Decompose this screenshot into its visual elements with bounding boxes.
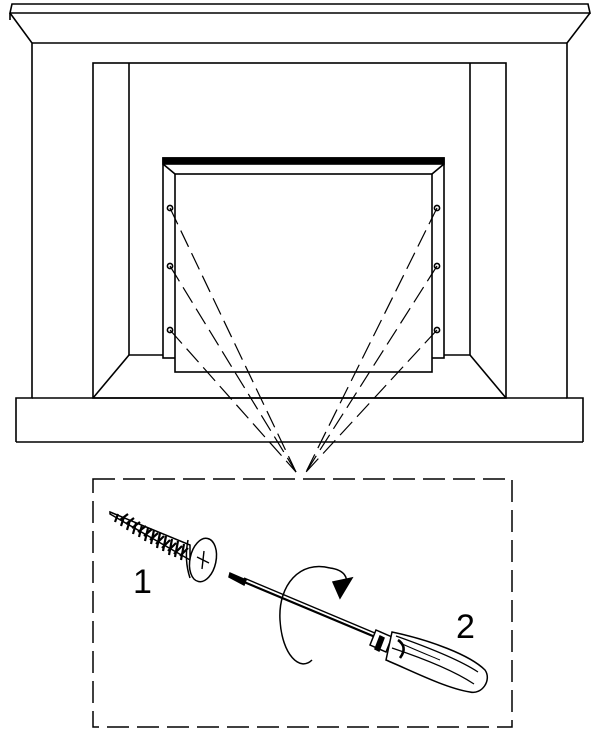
screw-callout: 1	[133, 563, 152, 601]
firebox-insert-icon	[162, 157, 445, 373]
phillips-screwdriver-icon	[228, 571, 489, 694]
screwdriver-callout: 2	[456, 608, 475, 646]
detail-box	[92, 478, 513, 728]
leader-lines	[169, 207, 438, 473]
fireplace-mantel-icon	[9, 3, 591, 443]
rotation-arrow-icon	[279, 565, 354, 665]
wood-screw-icon	[109, 510, 218, 583]
